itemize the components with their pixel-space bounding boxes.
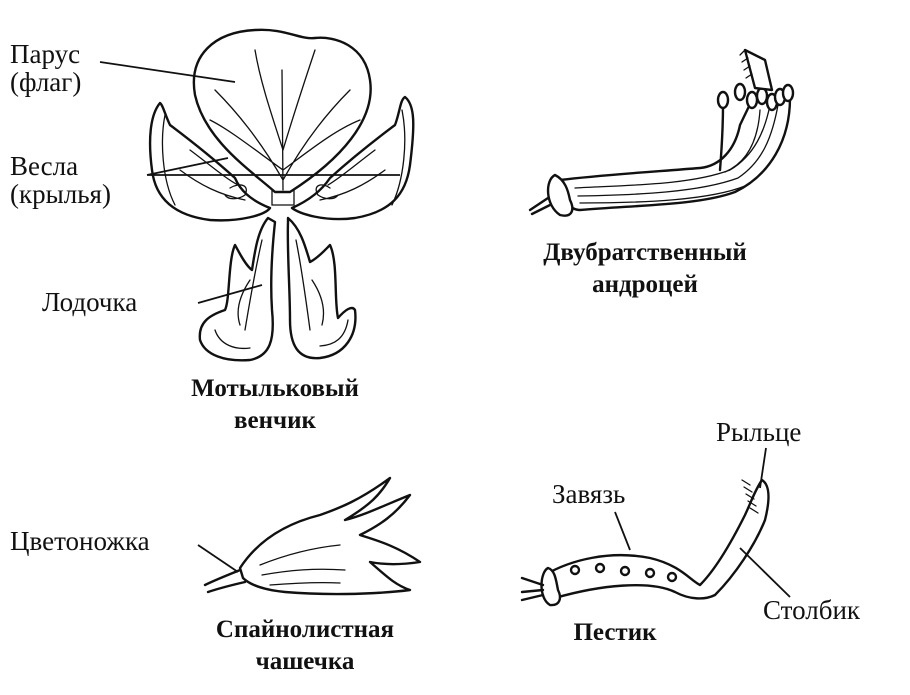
title-corolla-line2: венчик [234,407,316,435]
title-androecium-line2: андроцей [592,271,698,299]
title-calyx-line1: Спайнолистная [215,616,395,643]
label-keel: Лодочка [42,287,138,317]
title-pistil: Пестик [573,619,657,646]
pistil-drawing [520,447,791,607]
label-wings-line2: (крылья) [10,179,111,210]
label-wings-line1: Весла [10,151,79,181]
label-sail-line1: Парус [10,39,81,69]
label-sail: Парус (флаг) [10,40,81,97]
label-pedicel: Цветоножка [10,526,150,556]
label-style: Столбик [763,595,861,625]
title-calyx-line2: чашечка [255,648,355,676]
androecium-drawing [528,48,795,217]
title-calyx: Спайнолистная чашечка [180,616,430,676]
label-ovary: Завязь [552,479,626,509]
title-androecium-line1: Двубратственный [543,239,747,266]
label-sail-line2: (флаг) [10,67,82,98]
calyx-drawing [197,476,422,596]
title-androecium: Двубратственный андроцей [505,239,785,299]
label-wings: Весла (крылья) [10,152,111,209]
label-stigma: Рыльце [716,417,802,447]
corolla-drawing [99,28,415,362]
title-corolla-line1: Мотыльковый [191,375,359,402]
title-corolla: Мотыльковый венчик [160,375,390,435]
